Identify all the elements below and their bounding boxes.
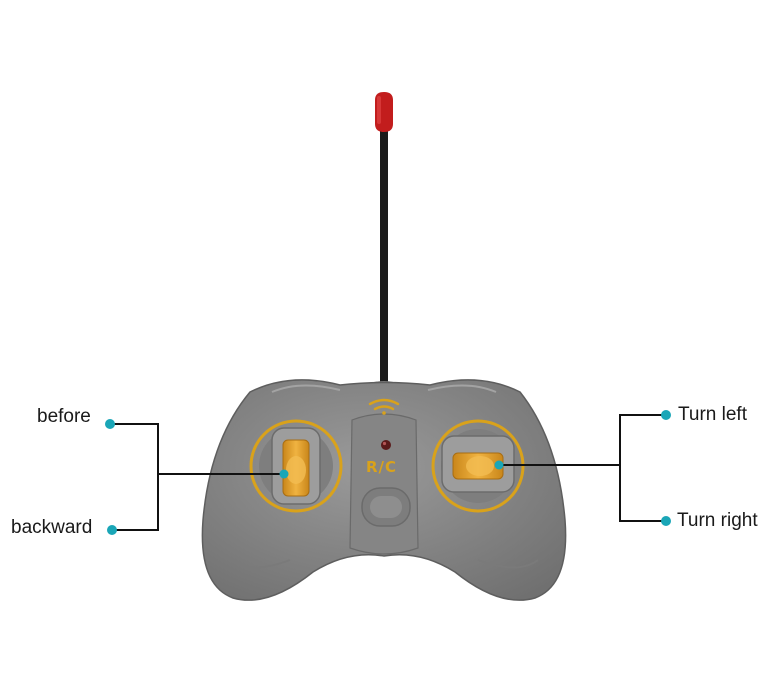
label-turn-left: Turn left xyxy=(678,404,747,425)
power-led-icon xyxy=(381,440,391,450)
label-turn-right: Turn right xyxy=(677,510,758,531)
wifi-signal-icon xyxy=(368,398,400,415)
callout-dot-left-stick xyxy=(279,469,289,479)
callout-dot-before xyxy=(105,419,115,429)
center-button[interactable] xyxy=(361,487,411,527)
right-callouts xyxy=(499,414,665,522)
callout-dot-right-stick xyxy=(494,460,504,470)
callout-dot-turn-left xyxy=(661,410,671,420)
antenna xyxy=(375,92,393,390)
left-throttle-stick[interactable] xyxy=(249,419,343,513)
left-callouts xyxy=(112,423,284,531)
callout-dot-turn-right xyxy=(661,516,671,526)
label-backward: backward xyxy=(11,517,93,538)
callout-dot-backward xyxy=(107,525,117,535)
rc-logo: R/C xyxy=(366,458,398,476)
right-steering-stick[interactable] xyxy=(431,419,525,513)
label-before: before xyxy=(37,406,91,427)
